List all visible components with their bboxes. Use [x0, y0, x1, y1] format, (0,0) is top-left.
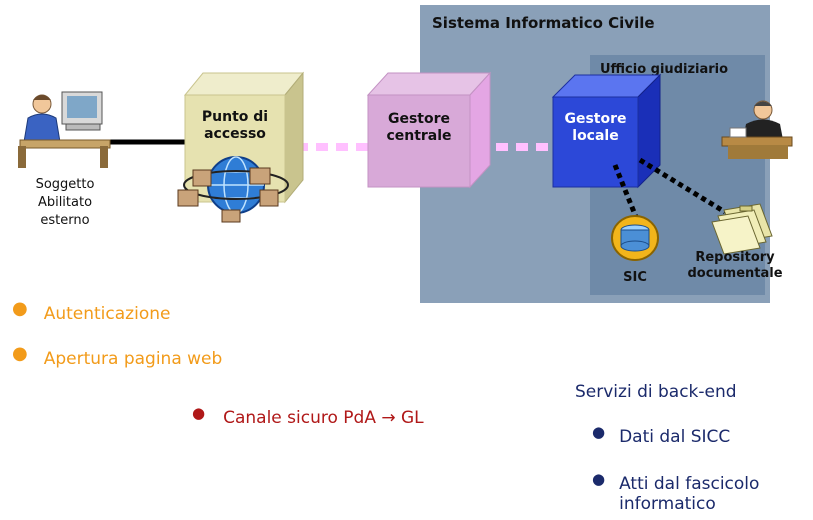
local-manager-label: Gestore locale — [553, 111, 638, 145]
judge-icon — [721, 100, 793, 159]
bullet-icon: ● — [12, 343, 28, 364]
step-authentication-text: Autenticazione — [43, 304, 171, 324]
bullet-icon: ● — [592, 423, 606, 441]
backend-item-sicc: ● Dati dal SICC — [592, 423, 730, 447]
bullet-icon: ● — [192, 404, 206, 422]
repository-label-line1: Repository — [695, 250, 775, 265]
folders-icon — [711, 203, 773, 255]
access-point-label: Punto di accesso — [185, 109, 285, 143]
actor-label: Soggetto Abilitato esterno — [20, 176, 110, 230]
repository-link-line — [638, 157, 727, 215]
central-manager-cube — [366, 71, 492, 189]
repository-label: Repository documentale — [680, 250, 790, 282]
backend-item-atti-line2: informatico — [619, 494, 716, 514]
system-title: Sistema Informatico Civile — [432, 14, 655, 32]
sic-link-line — [612, 164, 641, 223]
sic-label: SIC — [623, 270, 647, 285]
globe-icon — [177, 156, 289, 223]
backend-item-atti: ● Atti dal fascicolo informatico — [592, 470, 759, 514]
central-manager-label-line1: Gestore — [387, 111, 451, 127]
bullet-icon: ● — [12, 298, 28, 319]
sic-database-icon — [611, 215, 659, 261]
repository-label-line2: documentale — [687, 266, 783, 281]
central-manager-label: Gestore centrale — [368, 111, 470, 145]
local-manager-label-line2: locale — [572, 128, 619, 144]
step-open-page: ● Apertura pagina web — [12, 343, 223, 370]
step-secure-channel-text: Canale sicuro PdA → GL — [223, 408, 424, 428]
person-at-computer-icon — [18, 91, 111, 168]
backend-item-atti-text: Atti dal fascicolo informatico — [619, 474, 759, 514]
actor-label-line1: Soggetto — [35, 177, 95, 192]
step-authentication: ● Autenticazione — [12, 298, 171, 325]
actor-label-line3: esterno — [40, 213, 90, 228]
access-point-label-line2: accesso — [204, 126, 266, 142]
step-open-page-text: Apertura pagina web — [43, 349, 223, 369]
local-manager-cube — [551, 73, 662, 189]
bullet-icon: ● — [592, 470, 606, 488]
backend-item-atti-line1: Atti dal fascicolo — [619, 474, 760, 494]
central-manager-label-line2: centrale — [386, 128, 452, 144]
backend-title: Servizi di back-end — [575, 382, 737, 402]
backend-item-sicc-text: Dati dal SICC — [619, 427, 731, 447]
step-secure-channel: ● Canale sicuro PdA → GL — [192, 404, 424, 428]
local-manager-label-line1: Gestore — [564, 111, 627, 127]
access-point-label-line1: Punto di — [201, 109, 269, 125]
office-title: Ufficio giudiziario — [600, 62, 729, 77]
actor-label-line2: Abilitato — [37, 195, 93, 210]
